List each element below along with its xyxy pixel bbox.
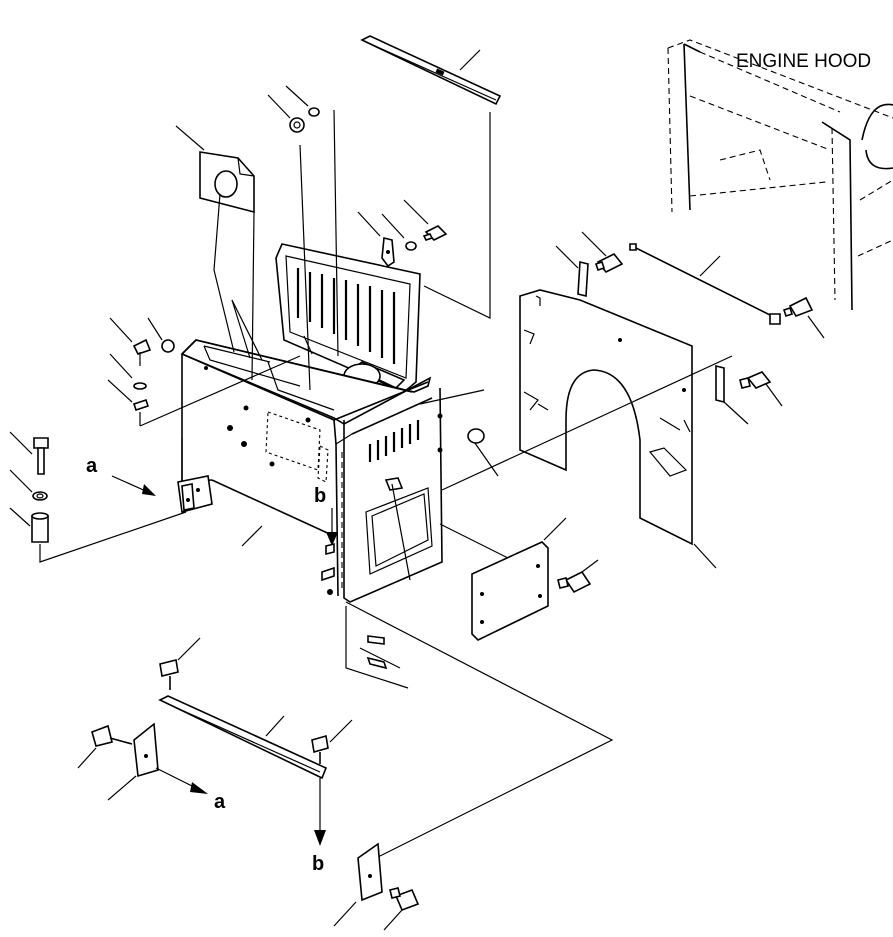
ref-b-bottom-group: b [312,778,326,875]
mount-bracket-left: a [86,438,263,547]
left-bolt-stack [9,431,187,563]
ref-a-top: a [86,455,98,477]
right-rod [629,243,781,325]
left-small-parts [107,317,301,427]
right-side-panel [519,289,717,569]
nut-washer-top [267,85,320,133]
bracket-bottom-left: a [77,722,226,813]
top-strip [360,35,502,106]
ref-a-bottom: a [214,791,226,813]
engine-hood-label: ENGINE HOOD [736,51,871,72]
inspection-cover [471,517,599,641]
bottom-bar [158,637,353,780]
engine-hood: ENGINE HOOD [667,39,893,311]
ref-b-bottom: b [312,853,324,875]
plate-with-hole [175,125,255,214]
side-louvres [368,420,420,462]
ref-b-top: b [314,485,326,507]
grille-panel [275,243,421,393]
grille-slots [296,268,396,364]
latch-bracket [357,199,448,268]
main-cover-box [180,339,443,603]
lower-clip [345,601,614,863]
ref-b-box: b [314,485,338,595]
bracket-bottom-right [333,842,420,931]
right-bolts [555,231,825,425]
leader-lines [213,109,733,561]
